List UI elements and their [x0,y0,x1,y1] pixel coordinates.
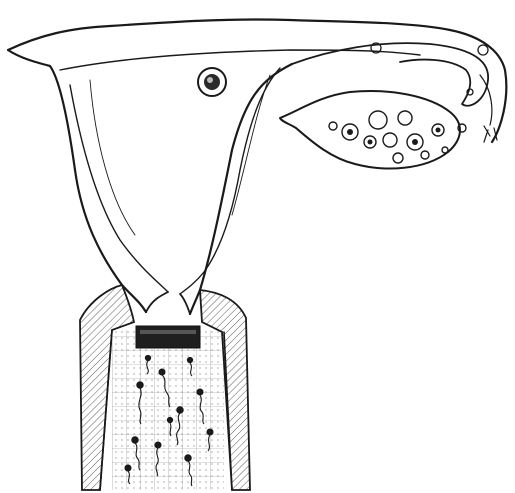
uterine-cavity [60,50,420,294]
cervical-canal [146,292,190,314]
ovary [280,91,460,168]
ovarian-follicles [329,111,466,163]
cervical-plug [136,326,200,348]
uterus-outer-wall [8,19,506,314]
